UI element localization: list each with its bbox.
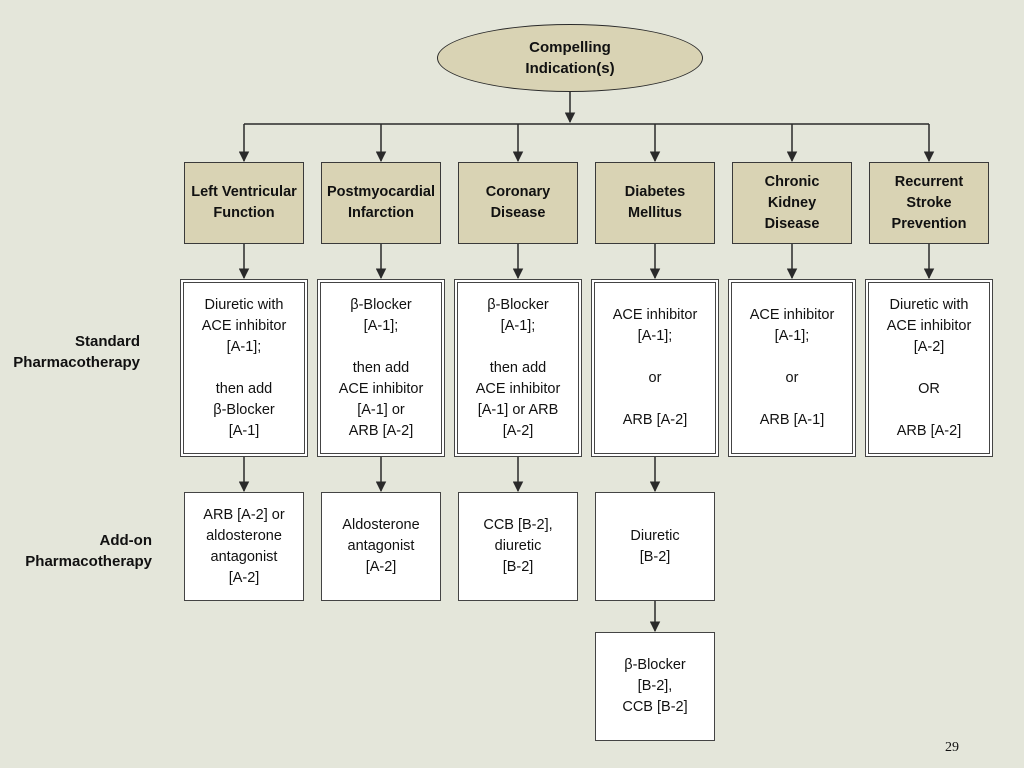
addon-therapy-diabetes-mellitus-line: Diuretic (630, 527, 680, 544)
standard-therapy-coronary-disease-line: β-Blocker (487, 296, 549, 313)
addon-therapy-left-ventricular-function-line: aldosterone (206, 527, 282, 544)
row-label-standard-line2: Pharmacotherapy (13, 354, 140, 371)
root-label-line1: Compelling (529, 39, 611, 56)
standard-therapy-diabetes-mellitus-line: ARB [A-2] (622, 412, 688, 428)
heading-postmyocardial-infarction-line: Postmyocardial (327, 184, 435, 200)
heading-postmyocardial-infarction-line: Infarction (347, 205, 415, 221)
addon-therapy-diabetes-mellitus-2-line: [B-2], (637, 678, 673, 694)
standard-therapy-recurrent-stroke-prevention-line: Diuretic with (889, 296, 969, 313)
heading-coronary-disease-line: Disease (490, 205, 546, 221)
standard-therapy-diabetes-mellitus-line: or (648, 370, 662, 386)
standard-therapy-diabetes-mellitus-line: ACE inhibitor (612, 307, 698, 323)
addon-therapy-postmyocardial-infarction-line: [A-2] (365, 559, 397, 575)
standard-therapy-left-ventricular-function-line: then add (215, 380, 273, 397)
heading-diabetes-mellitus-line: Diabetes (624, 184, 686, 200)
addon-therapy-left-ventricular-function: ARB [A-2] or aldosterone antagonist [A-2] (184, 492, 304, 601)
standard-therapy-coronary-disease-line: then add (489, 359, 547, 376)
heading-chronic-kidney-disease-line: Chronic (764, 173, 820, 190)
standard-therapy-left-ventricular-function-line: ACE inhibitor (201, 317, 287, 334)
standard-therapy-recurrent-stroke-prevention-line: OR (918, 380, 940, 397)
addon-therapy-diabetes-mellitus-line: [B-2] (639, 548, 671, 565)
standard-therapy-chronic-kidney-disease-line: or (785, 370, 799, 386)
standard-therapy-left-ventricular-function-line: [A-1] (228, 422, 260, 439)
root-label-line2: Indication(s) (525, 60, 615, 77)
standard-therapy-postmyocardial-infarction-line: ACE inhibitor (338, 380, 424, 397)
standard-therapy-coronary-disease-line: ACE inhibitor (475, 380, 561, 397)
standard-therapy-chronic-kidney-disease-line: ACE inhibitor (749, 307, 835, 323)
addon-therapy-postmyocardial-infarction-line: Aldosterone (342, 517, 420, 533)
heading-coronary-disease-line: Coronary (485, 184, 551, 200)
heading-chronic-kidney-disease-line: Kidney (767, 194, 817, 211)
standard-therapy-recurrent-stroke-prevention-line: ARB [A-2] (896, 422, 962, 439)
standard-therapy-coronary-disease-line: [A-2] (502, 422, 534, 439)
standard-therapy-left-ventricular-function-line: [A-1]; (226, 338, 262, 355)
standard-therapy-postmyocardial-infarction-line: [A-1]; (363, 317, 399, 334)
addon-therapy-left-ventricular-function-line: ARB [A-2] or (203, 506, 285, 523)
addon-therapy-coronary-disease-line: [B-2] (502, 559, 534, 575)
standard-therapy-postmyocardial-infarction-line: then add (352, 359, 410, 376)
standard-therapy-postmyocardial-infarction-line: ARB [A-2] (348, 422, 414, 439)
standard-therapy-coronary-disease-line: [A-1]; (500, 317, 536, 334)
slide-number: 29 (945, 740, 959, 755)
row-label-standard-line1: Standard (74, 333, 140, 350)
addon-therapy-postmyocardial-infarction-line: antagonist (347, 538, 415, 554)
heading-recurrent-stroke-prevention-line: Prevention (891, 215, 967, 232)
addon-therapy-coronary-disease-line: CCB [B-2], (483, 517, 553, 533)
addon-therapy-diabetes-mellitus: Diuretic [B-2] (595, 492, 715, 601)
standard-therapy-diabetes-mellitus-line: [A-1]; (637, 328, 673, 344)
standard-therapy-postmyocardial-infarction-line: β-Blocker (350, 296, 412, 313)
heading-recurrent-stroke-prevention-line: Recurrent (894, 173, 964, 190)
addon-therapy-diabetes-mellitus-2-line: β-Blocker (624, 657, 686, 673)
addon-therapy-diabetes-mellitus-2: β-Blocker [B-2], CCB [B-2] (595, 632, 715, 741)
addon-therapy-left-ventricular-function-line: antagonist (210, 548, 278, 565)
heading-chronic-kidney-disease-line: Disease (764, 215, 820, 232)
standard-therapy-postmyocardial-infarction-line: [A-1] or (357, 401, 405, 418)
addon-therapy-postmyocardial-infarction: Aldosterone antagonist [A-2] (321, 492, 441, 601)
standard-therapy-left-ventricular-function-line: β-Blocker (213, 401, 275, 418)
standard-therapy-coronary-disease-line: [A-1] or ARB (477, 401, 559, 418)
addon-therapy-coronary-disease-line: diuretic (494, 538, 542, 554)
addon-therapy-left-ventricular-function-line: [A-2] (228, 569, 260, 586)
root-compelling-indications: Compelling Indication(s) (437, 24, 703, 92)
row-label-addon-line1: Add-on (99, 532, 152, 549)
standard-therapy-chronic-kidney-disease-line: ARB [A-1] (759, 412, 825, 428)
heading-diabetes-mellitus-line: Mellitus (628, 205, 682, 221)
standard-therapy-recurrent-stroke-prevention-line: [A-2] (913, 338, 945, 355)
addon-therapy-coronary-disease: CCB [B-2], diuretic [B-2] (458, 492, 578, 601)
row-label-addon-line2: Pharmacotherapy (25, 553, 152, 570)
row-label-standard: Standard Pharmacotherapy (10, 331, 140, 373)
standard-therapy-recurrent-stroke-prevention-line: ACE inhibitor (886, 317, 972, 334)
heading-left-ventricular-function-line: Function (213, 205, 275, 221)
heading-left-ventricular-function-line: Left Ventricular (191, 184, 297, 200)
standard-therapy-chronic-kidney-disease-line: [A-1]; (774, 328, 810, 344)
heading-recurrent-stroke-prevention-line: Stroke (906, 194, 952, 211)
standard-therapy-left-ventricular-function-line: Diuretic with (204, 296, 284, 313)
row-label-addon: Add-on Pharmacotherapy (10, 530, 152, 572)
addon-therapy-diabetes-mellitus-2-line: CCB [B-2] (622, 699, 688, 715)
